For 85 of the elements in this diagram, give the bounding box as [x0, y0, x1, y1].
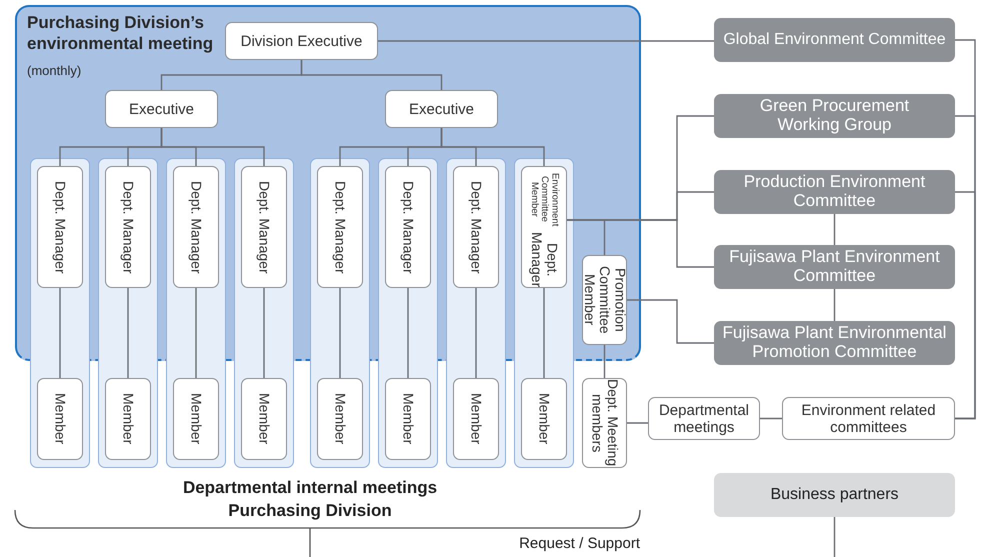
role-box: [385, 378, 431, 460]
committee-box: [714, 245, 955, 289]
role-box: [241, 378, 287, 460]
role-box: [648, 397, 760, 440]
role-box: [173, 378, 219, 460]
node-label: Fujisawa Plant Environmental Promotion Committee: [722, 324, 948, 362]
connector-line: [834, 289, 836, 321]
node-label: Member: [188, 393, 204, 445]
role-box: [521, 166, 567, 288]
node-label: Dept. Manager: [332, 180, 348, 274]
node-label: Member: [332, 393, 348, 445]
node-label: Dept. Manager: [400, 180, 416, 274]
node-label: Departmental meetings: [658, 402, 750, 436]
node-label: Dept. Manager: [120, 180, 136, 274]
node-label: Dept. Manager: [256, 180, 272, 274]
committee-box: [714, 18, 955, 62]
node-label: Dept. Manager: [188, 180, 204, 274]
panel-title: Purchasing Division’s environmental meeting: [27, 12, 214, 54]
role-box: [317, 378, 363, 460]
role-box: [782, 397, 955, 440]
role-box: [317, 166, 363, 288]
role-box: [582, 378, 627, 468]
partner-box: [714, 473, 955, 517]
connector-line: [195, 288, 197, 378]
connector-line: [339, 288, 341, 378]
role-box: [521, 378, 567, 460]
node-label: Production Environment Committee: [742, 173, 926, 211]
connector-line: [440, 128, 545, 166]
node-label: Green Procurement Working Group: [758, 97, 910, 135]
connector-line: [760, 418, 782, 420]
connector-line: [475, 288, 477, 378]
role-box: [105, 90, 218, 128]
connector-line: [127, 288, 129, 378]
role-box: [453, 166, 499, 288]
node-label: Dept. Manager: [52, 180, 68, 274]
node-label: Executive: [128, 100, 194, 118]
role-box: [385, 166, 431, 288]
role-box: [385, 90, 498, 128]
node-label: Member: [468, 393, 484, 445]
connector-line: [407, 288, 409, 378]
node-label: Dept. Meeting members: [589, 379, 620, 467]
group-caption: Purchasing Division: [228, 501, 392, 521]
committee-box: [714, 170, 955, 214]
edge-note: Request / Support: [519, 535, 640, 552]
connector-line: [604, 345, 606, 378]
role-box: [225, 22, 378, 60]
node-label: Dept. Manager: [468, 180, 484, 274]
node-label: Global Environment Committee: [723, 31, 946, 49]
node-label: Promotion Committee Member: [581, 265, 628, 336]
node-label: Fujisawa Plant Environment Committee: [728, 248, 941, 286]
connector-line: [378, 40, 714, 42]
committee-box: [714, 321, 955, 365]
panel-note: (monthly): [27, 63, 82, 78]
node-label: Environment related committees: [800, 402, 937, 436]
connector-line: [263, 288, 265, 378]
node-label: Member: [536, 393, 552, 445]
role-box: [453, 378, 499, 460]
role-box: [105, 166, 151, 288]
role-note: Environment Committee Member: [528, 172, 560, 228]
committee-box: [714, 94, 955, 138]
connector-line: [300, 60, 442, 90]
role-box: [37, 166, 83, 288]
connector-line: [834, 517, 836, 557]
role-box: [105, 378, 151, 460]
role-box: [173, 166, 219, 288]
connector-line: [627, 422, 648, 424]
node-label: Member: [400, 393, 416, 445]
connector-line: [160, 128, 265, 166]
connector-line: [59, 288, 61, 378]
node-label: Member: [52, 393, 68, 445]
node-label: Dept. Manager: [528, 232, 560, 287]
node-label: Member: [256, 393, 272, 445]
connector-line: [955, 191, 976, 420]
connector-line: [627, 299, 714, 344]
node-label: Executive: [408, 100, 474, 118]
role-box: [241, 166, 287, 288]
node-label: Division Executive: [240, 32, 362, 50]
role-box: [582, 255, 627, 345]
group-caption: Departmental internal meetings: [182, 478, 438, 498]
connector-line: [567, 219, 714, 268]
connector-line: [543, 288, 545, 378]
role-box: [37, 378, 83, 460]
connector-line: [834, 214, 836, 245]
node-label: Business partners: [770, 486, 899, 504]
node-label: Member: [120, 393, 136, 445]
